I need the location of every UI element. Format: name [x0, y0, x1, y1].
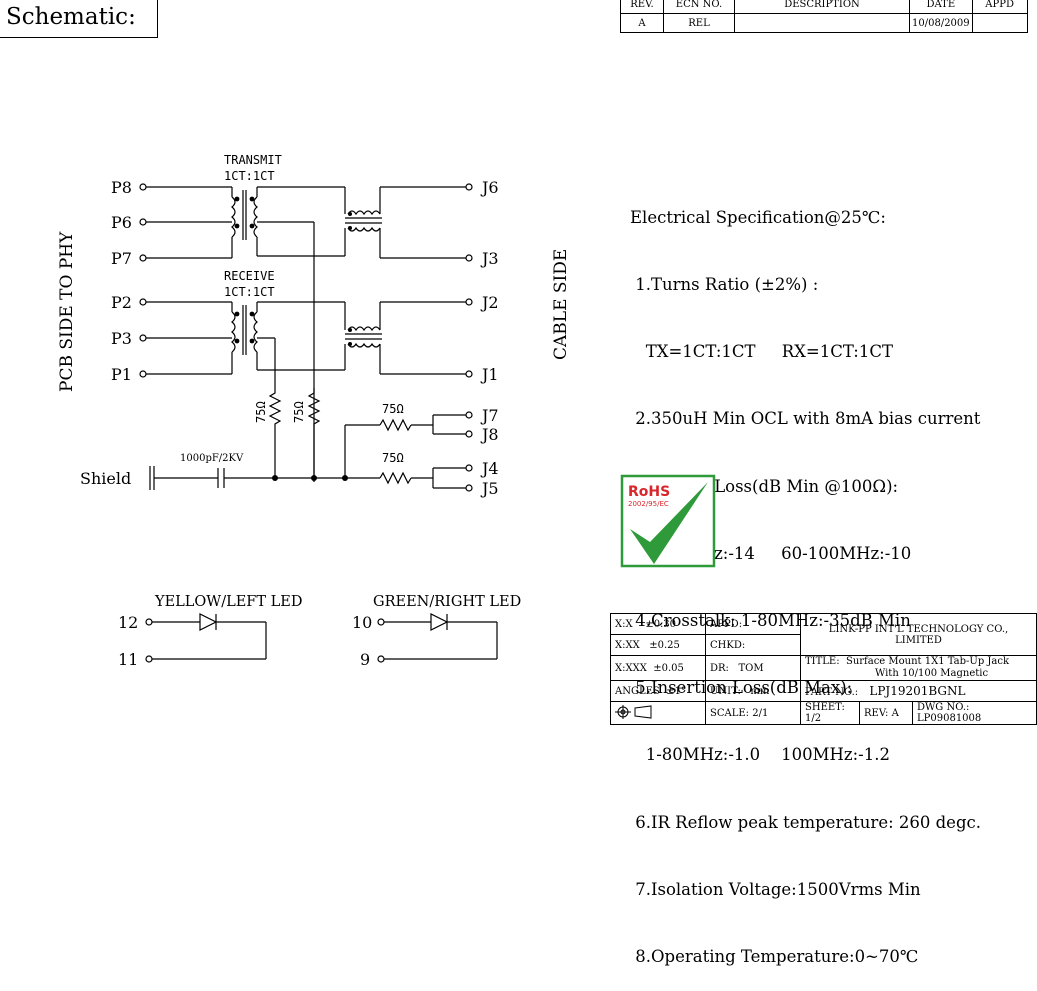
- pin-p7: P7: [111, 249, 132, 268]
- tolerance-xxx: X:XXX ±0.05: [610, 655, 706, 681]
- appd-header: APPD: [971, 0, 1028, 14]
- spec-line: 2.350uH Min OCL with 8mA bias current: [630, 409, 981, 429]
- receive-ratio: 1CT:1CT: [224, 285, 275, 299]
- pin-j3: J3: [480, 249, 499, 268]
- ecn-header: ECN NO.: [663, 0, 735, 14]
- pin-j1: J1: [480, 365, 499, 384]
- resistor-label-3: 75Ω: [382, 402, 404, 416]
- revision-header-row: REV. ECN NO. DESCRIPTION DATE APPD: [620, 0, 1028, 14]
- unit-field: UNIT: mm: [705, 680, 801, 702]
- scale-value: 2/1: [752, 707, 769, 719]
- pin-p2: P2: [111, 293, 132, 312]
- cable-side-label: CABLE SIDE: [551, 249, 571, 360]
- tolerance-xx: X:XX ±0.25: [610, 634, 706, 656]
- part-label: PART NO.:: [805, 687, 859, 698]
- title-block: X:X ±0.30 APPD: LINK-PP INT'L TECHNOLOGY…: [610, 613, 1037, 725]
- dwg-label: DWG NO.:: [917, 702, 970, 713]
- green-led-label: GREEN/RIGHT LED: [373, 594, 521, 610]
- title-line-2: With 10/100 Magnetic: [875, 668, 989, 679]
- pin-j2: J2: [480, 293, 499, 312]
- shield-label: Shield: [80, 469, 131, 488]
- spec-line: TX=1CT:1CT RX=1CT:1CT: [630, 342, 893, 362]
- revision-table: REV. ECN NO. DESCRIPTION DATE APPD A REL…: [620, 0, 1028, 33]
- date-header: DATE: [909, 0, 973, 14]
- transmit-ratio: 1CT:1CT: [224, 169, 275, 183]
- pin-p3: P3: [111, 329, 132, 348]
- electrical-specification: Electrical Specification@25℃: 1.Turns Ra…: [630, 162, 981, 991]
- pin-j5: J5: [480, 479, 499, 498]
- receive-label: RECEIVE: [224, 269, 275, 283]
- pin-j6: J6: [480, 178, 499, 197]
- rev-label: REV:: [864, 707, 889, 719]
- spec-line: 6.IR Reflow peak temperature: 260 degc.: [630, 812, 981, 832]
- spec-line: 3.Return Loss(dB Min @100Ω):: [630, 476, 899, 496]
- pin-j7: J7: [480, 406, 499, 425]
- rev-header: REV.: [620, 0, 664, 14]
- ecn-cell: REL: [663, 13, 735, 33]
- schematic-diagram: TRANSMIT 1CT:1CT RECEIVE 1CT:1CT P8 P6 P…: [57, 153, 571, 669]
- appd-field: APPD:: [705, 613, 801, 635]
- pcb-side-label: PCB SIDE TO PHY: [57, 231, 77, 392]
- rohs-logo: RoHS 2002/95/EC: [620, 474, 716, 568]
- led-pin-9: 9: [360, 650, 370, 669]
- rev-cell-tb: REV: A: [859, 701, 913, 725]
- resistor-label-2: 75Ω: [292, 401, 306, 423]
- projection-icon: [615, 704, 652, 719]
- description-cell: [734, 13, 910, 33]
- spec-line: 8.Operating Temperature:0~70℃: [630, 947, 919, 967]
- page-title: Schematic:: [0, 0, 158, 38]
- yellow-led-label: YELLOW/LEFT LED: [154, 594, 303, 610]
- rohs-directive: 2002/95/EC: [628, 500, 669, 508]
- company-name: LINK-PP INT'L TECHNOLOGY CO., LIMITED: [800, 613, 1037, 656]
- title-label: TITLE:: [805, 656, 840, 667]
- led-pin-11: 11: [118, 650, 138, 669]
- date-cell: 10/08/2009: [909, 13, 973, 33]
- appd-cell: [971, 13, 1028, 33]
- projection-symbol: [610, 701, 706, 725]
- sheet-value: 1/2: [805, 713, 822, 724]
- spec-line: 1.Turns Ratio (±2%) :: [630, 275, 819, 295]
- led-pin-10: 10: [352, 613, 372, 632]
- transmit-label: TRANSMIT: [224, 153, 282, 167]
- spec-line: 1-80MHz:-1.0 100MHz:-1.2: [630, 745, 890, 765]
- part-number: LPJ19201BGNL: [869, 684, 966, 698]
- drawn-by: DR: TOM: [705, 655, 801, 681]
- drawing-title: TITLE: Surface Mount 1X1 Tab-Up Jack Wit…: [800, 655, 1037, 681]
- tolerance-angles: ANGLES ±1°: [610, 680, 706, 702]
- rev-value: A: [891, 707, 899, 719]
- rev-cell: A: [620, 13, 664, 33]
- dwg-cell: DWG NO.: LP09081008: [912, 701, 1037, 725]
- chkd-field: CHKD:: [705, 634, 801, 656]
- rohs-text: RoHS: [628, 484, 670, 500]
- dwg-number: LP09081008: [917, 713, 982, 724]
- title-line-1: Surface Mount 1X1 Tab-Up Jack: [845, 656, 1010, 667]
- part-number-cell: PART NO.: LPJ19201BGNL: [800, 680, 1037, 702]
- pin-p1: P1: [111, 365, 132, 384]
- sheet-cell: SHEET: 1/2: [800, 701, 860, 725]
- pin-p8: P8: [111, 178, 132, 197]
- resistor-label-1: 75Ω: [254, 401, 268, 423]
- resistor-label-4: 75Ω: [382, 451, 404, 465]
- pin-j4: J4: [480, 459, 499, 478]
- spec-line: 7.Isolation Voltage:1500Vrms Min: [630, 879, 921, 899]
- pin-p6: P6: [111, 213, 132, 232]
- led-pin-12: 12: [118, 613, 138, 632]
- pin-j8: J8: [480, 425, 499, 444]
- scale-cell: SCALE: 2/1: [705, 701, 801, 725]
- capacitor-label: 1000pF/2KV: [180, 453, 244, 464]
- revision-row: A REL 10/08/2009: [620, 13, 1028, 33]
- description-header: DESCRIPTION: [734, 0, 910, 14]
- spec-title: Electrical Specification@25℃:: [630, 207, 886, 227]
- tolerance-x: X:X ±0.30: [610, 613, 706, 635]
- scale-label: SCALE:: [710, 707, 750, 719]
- sheet-label: SHEET:: [805, 702, 845, 713]
